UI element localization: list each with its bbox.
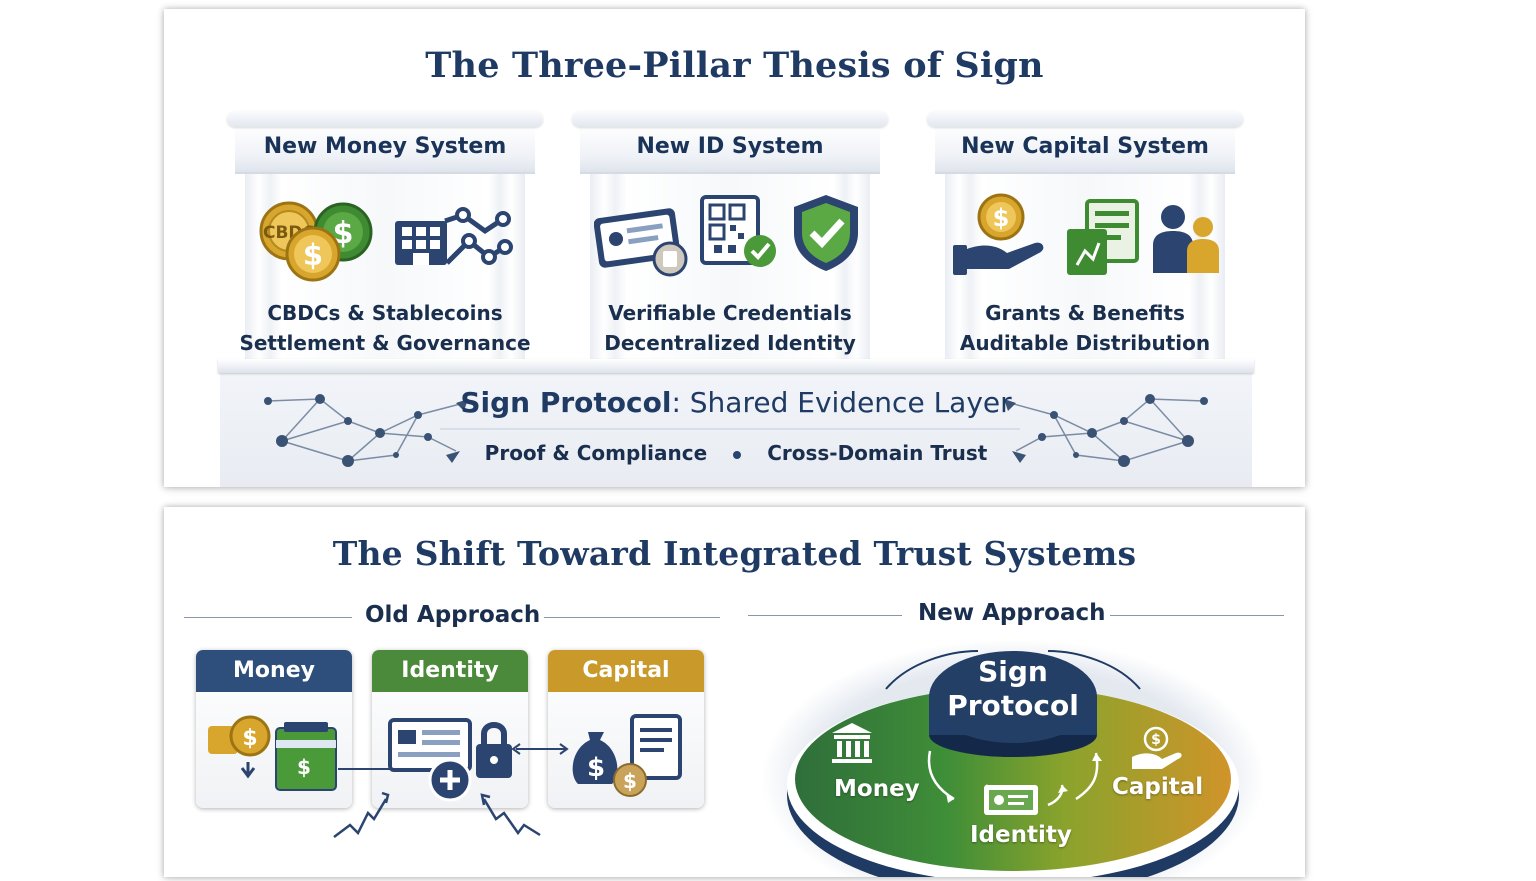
money-clipboard-icon: $ $	[208, 715, 337, 791]
coins-icon: CBDC $ $	[259, 201, 373, 282]
three-pillar-title: The Three-Pillar Thesis of Sign	[425, 45, 1044, 86]
pillar-cap	[227, 111, 543, 127]
id-card-small-icon	[984, 785, 1038, 815]
identity-lock-icon	[388, 718, 512, 802]
proof-compliance-label: Proof & Compliance	[484, 441, 708, 465]
hand-coin-small-icon: $	[1132, 726, 1182, 769]
hub-line2: Protocol	[947, 689, 1079, 722]
qr-credential-icon	[700, 195, 776, 267]
pillar-id-line1: Verifiable Credentials	[608, 301, 852, 325]
svg-text:$: $	[993, 204, 1010, 232]
hand-coin-icon: $	[953, 193, 1044, 275]
node-money-label: Money	[834, 776, 920, 802]
sign-protocol-subline: Proof & Compliance Cross-Domain Trust	[220, 441, 1252, 465]
integrated-ellipse-graphic: $	[761, 639, 1265, 881]
sign-protocol-heading-bold: Sign Protocol	[460, 386, 672, 419]
bullet-dot	[733, 450, 742, 459]
node-capital-label: Capital	[1112, 774, 1204, 800]
old-approach-connectors	[333, 743, 569, 838]
bank-network-icon	[395, 207, 513, 265]
old-approach-label: Old Approach	[365, 602, 541, 628]
old-money-box: Money $ $	[196, 650, 352, 808]
pillar-id-line2: Decentralized Identity	[604, 331, 856, 355]
pillar-id: New ID System	[572, 111, 888, 361]
pillar-capital-system: New Capital System $ Grants	[927, 111, 1243, 361]
divider-rule	[748, 615, 902, 616]
pillar-money: New Money System CBDC $ $	[227, 111, 543, 361]
documents-icon	[1067, 199, 1139, 275]
sign-protocol-heading: Sign Protocol: Shared Evidence Layer	[220, 386, 1252, 419]
pillar-cap	[572, 111, 888, 127]
new-approach-label: New Approach	[918, 600, 1106, 626]
network-graphic	[264, 394, 1208, 467]
node-identity-label: Identity	[970, 822, 1072, 848]
pillar-capital	[935, 125, 1235, 174]
pillar-capital-line2: Auditable Distribution	[959, 331, 1211, 355]
old-money-header: Money	[196, 650, 352, 692]
divider-rule	[544, 617, 720, 618]
svg-text:$: $	[242, 726, 257, 751]
id-card-icon	[594, 208, 688, 277]
pillar-money-line2: Settlement & Governance	[239, 331, 531, 355]
bank-icon	[832, 723, 872, 763]
base-ledge	[218, 359, 1254, 373]
three-pillar-panel: The Three-Pillar Thesis of Sign New Mone…	[164, 9, 1305, 487]
svg-text:$: $	[303, 238, 323, 272]
integrated-trust-panel: The Shift Toward Integrated Trust System…	[164, 507, 1305, 881]
old-capital-box: Capital $ $	[548, 650, 704, 808]
pillar-cap	[927, 111, 1243, 127]
pillar-capital	[235, 125, 535, 174]
pillar-money-line1: CBDCs & Stablecoins	[267, 301, 503, 325]
shield-check-icon	[794, 195, 858, 271]
hub-line1: Sign	[978, 655, 1048, 688]
old-capital-header: Capital	[548, 650, 704, 692]
divider-rule	[1110, 615, 1284, 616]
new-approach-diagram: $ Sign Protocol Money Identity Capital	[758, 637, 1270, 881]
divider-rule	[184, 617, 352, 618]
old-identity-header: Identity	[372, 650, 528, 692]
sign-protocol-base: Sign Protocol: Shared Evidence Layer Pro…	[218, 359, 1254, 487]
svg-text:$: $	[623, 769, 637, 793]
integrated-trust-title: The Shift Toward Integrated Trust System…	[332, 534, 1137, 573]
sign-protocol-heading-rest: : Shared Evidence Layer	[671, 386, 1012, 419]
money-bag-document-icon: $ $	[572, 714, 682, 797]
svg-text:$: $	[587, 753, 605, 783]
old-identity-box: Identity	[372, 650, 528, 808]
cross-domain-trust-label: Cross-Domain Trust	[767, 441, 988, 465]
sign-protocol-hub: Sign Protocol	[929, 655, 1097, 723]
pillar-capital-title: New Capital System	[961, 134, 1209, 159]
pillar-capital	[580, 125, 880, 174]
pillar-id-title: New ID System	[636, 134, 824, 159]
people-icon	[1153, 205, 1219, 273]
pillar-money-title: New Money System	[263, 134, 507, 159]
svg-text:$: $	[297, 755, 311, 779]
pillar-capital-line1: Grants & Benefits	[985, 301, 1185, 325]
svg-text:$: $	[1151, 732, 1161, 748]
